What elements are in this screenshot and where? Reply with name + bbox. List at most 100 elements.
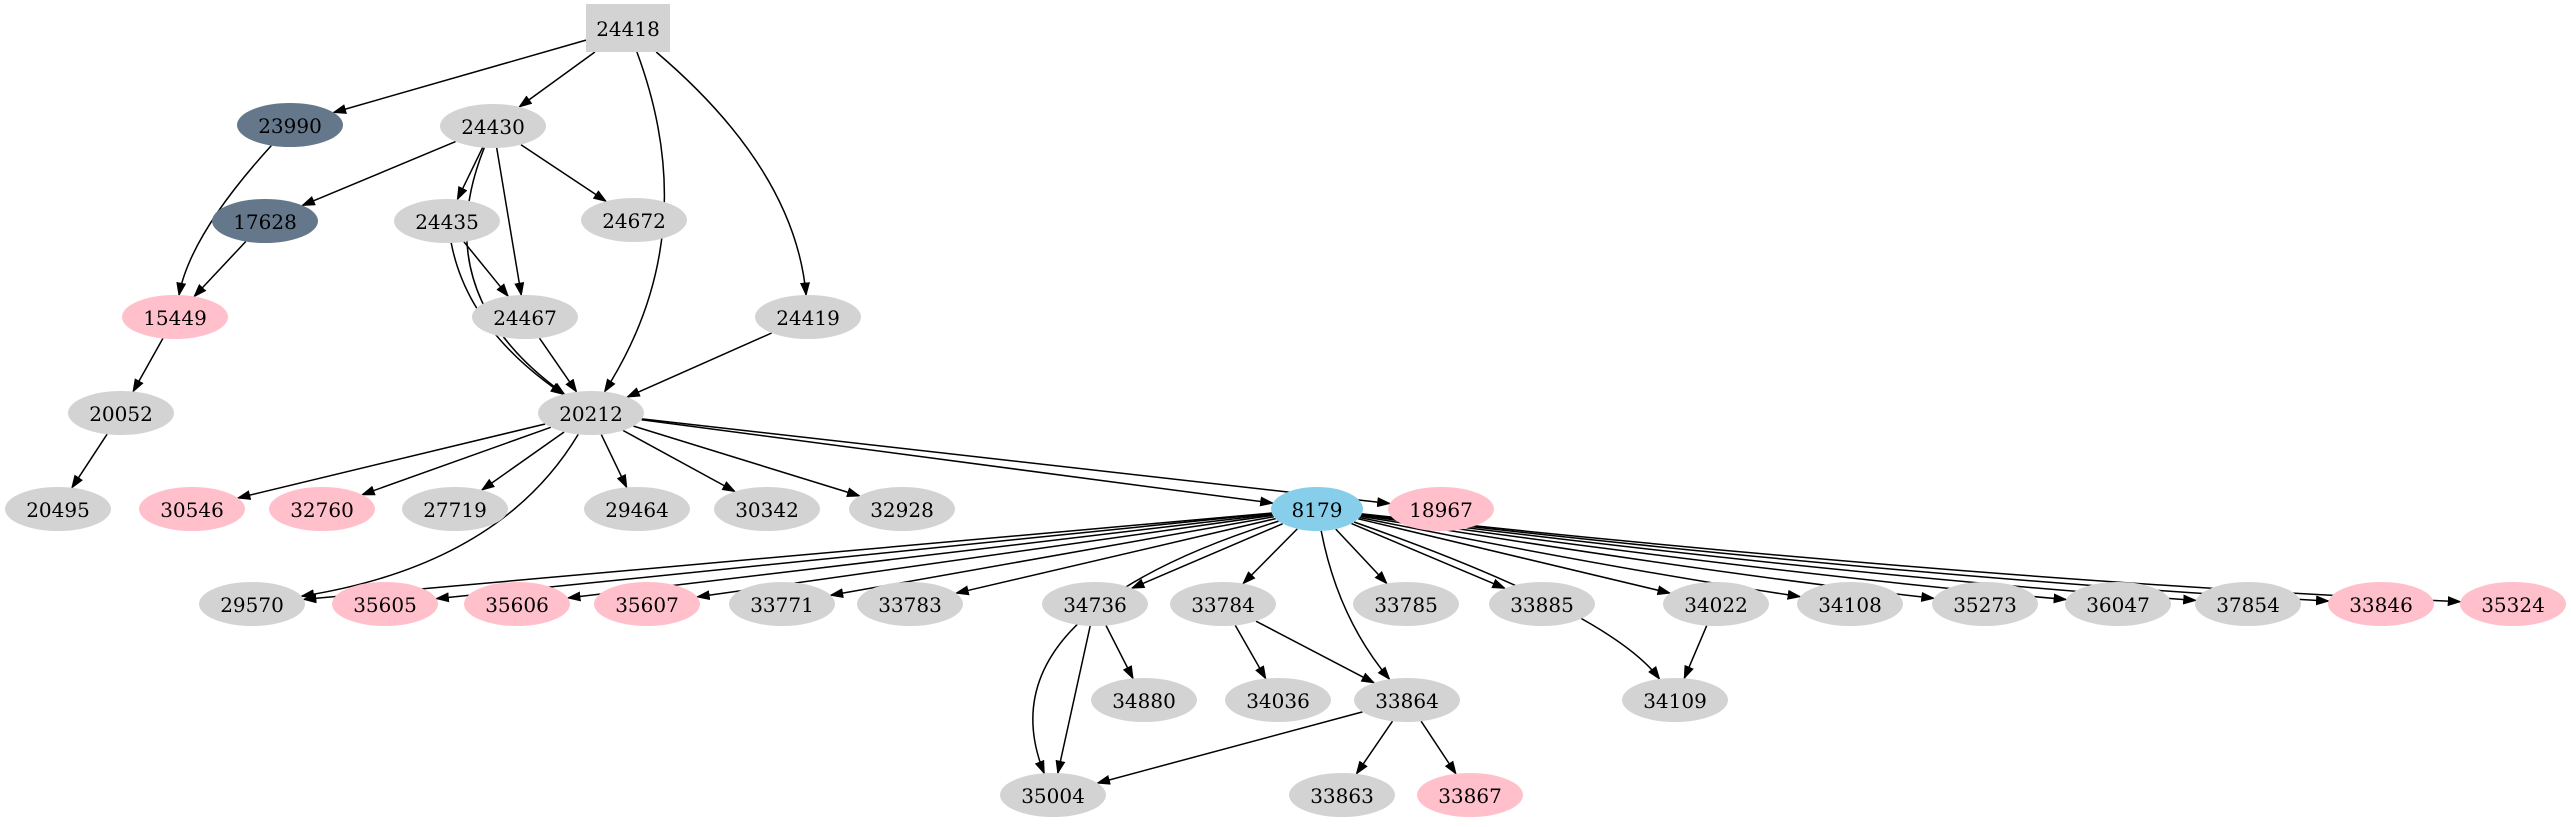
node-shape-ellipse-30342: [714, 487, 820, 531]
graph-node-36047: 36047: [2065, 582, 2171, 626]
graph-node-24419: 24419: [755, 295, 861, 339]
edge-20212-30342: [622, 429, 737, 493]
graph-node-33867: 33867: [1417, 773, 1523, 817]
graph-node-34022: 34022: [1663, 582, 1769, 626]
node-shape-ellipse-23990: [237, 103, 343, 147]
node-shape-ellipse-20495: [5, 487, 111, 531]
edge-33864-33863: [1355, 720, 1394, 776]
graph-node-32928: 32928: [849, 487, 955, 531]
node-shape-ellipse-34736: [1042, 582, 1148, 626]
graph-node-15449: 15449: [122, 295, 228, 339]
node-shape-ellipse-33867: [1417, 773, 1523, 817]
edge-24430-24435: [456, 147, 484, 201]
node-shape-ellipse-33783: [857, 582, 963, 626]
graph-node-35606: 35606: [464, 582, 570, 626]
node-shape-ellipse-34022: [1663, 582, 1769, 626]
edge-8179-33783: [954, 517, 1276, 596]
node-shape-ellipse-24430: [440, 104, 546, 148]
node-shape-ellipse-24435: [394, 199, 500, 243]
graph-node-30342: 30342: [714, 487, 820, 531]
node-shape-ellipse-35607: [594, 582, 700, 626]
graph-node-34880: 34880: [1091, 678, 1197, 722]
node-shape-ellipse-20052: [68, 391, 174, 435]
node-shape-ellipse-30546: [139, 487, 245, 531]
edge-23990-15449: [176, 145, 272, 297]
node-shape-ellipse-8179: [1271, 487, 1363, 531]
graph-node-33771: 33771: [729, 582, 835, 626]
node-shape-ellipse-20212: [538, 391, 644, 435]
edge-33864-35004: [1096, 711, 1363, 785]
edge-8179-33885: [1351, 522, 1507, 589]
edge-20212-8179: [641, 418, 1275, 507]
graph-node-35273: 35273: [1932, 582, 2038, 626]
edge-33784-33864: [1255, 620, 1376, 684]
graph-node-33864: 33864: [1354, 678, 1460, 722]
graph-node-24418: 24418: [586, 4, 670, 52]
edge-20212-30546: [236, 423, 546, 500]
node-shape-ellipse-35605: [332, 582, 438, 626]
node-shape-ellipse-33771: [729, 582, 835, 626]
node-shape-ellipse-35606: [464, 582, 570, 626]
graph-node-20212: 20212: [538, 391, 644, 435]
node-shape-ellipse-34108: [1797, 582, 1903, 626]
graph-node-35004: 35004: [1000, 773, 1106, 817]
edge-34736-35004: [1055, 625, 1091, 775]
graph-node-17628: 17628: [212, 199, 318, 243]
node-shape-ellipse-27719: [402, 487, 508, 531]
edge-24430-24672: [520, 144, 608, 203]
graph-node-24435: 24435: [394, 199, 500, 243]
graph-node-34108: 34108: [1797, 582, 1903, 626]
node-shape-ellipse-34109: [1622, 678, 1728, 722]
graph-node-24467: 24467: [472, 295, 578, 339]
node-shape-ellipse-29570: [199, 582, 305, 626]
node-shape-ellipse-36047: [2065, 582, 2171, 626]
edge-17628-15449: [193, 240, 247, 298]
nodes-layer: 24418 23990 24430 17628 24435 24672 15449 24467…: [5, 4, 2566, 817]
graph-node-33784: 33784: [1170, 582, 1276, 626]
node-shape-ellipse-24672: [581, 198, 687, 242]
graph-node-23990: 23990: [237, 103, 343, 147]
graph-node-33785: 33785: [1353, 582, 1459, 626]
edge-24430-24467: [495, 147, 525, 297]
graph-node-24672: 24672: [581, 198, 687, 242]
edge-8179-35004: [1032, 520, 1279, 775]
edge-20052-20495: [71, 433, 108, 490]
graph-node-24430: 24430: [440, 104, 546, 148]
edge-8179-34736: [1130, 523, 1283, 589]
node-shape-ellipse-18967: [1388, 487, 1494, 531]
edge-8179-33864: [1320, 530, 1391, 681]
node-shape-box-24418: [586, 4, 670, 52]
edge-24418-24430: [518, 51, 596, 108]
edge-8179-35605: [434, 512, 1272, 603]
edge-24418-24419: [655, 51, 810, 297]
graph-node-34036: 34036: [1225, 678, 1331, 722]
edge-24419-20212: [625, 332, 773, 398]
edge-15449-20052: [132, 338, 164, 393]
edge-8179-33784: [1242, 528, 1298, 585]
edge-24467-20212: [538, 337, 578, 394]
node-shape-ellipse-33885: [1489, 582, 1595, 626]
node-shape-ellipse-33846: [2328, 582, 2434, 626]
graph-node-20052: 20052: [68, 391, 174, 435]
edge-24435-24467: [463, 241, 510, 298]
graph-node-33885: 33885: [1489, 582, 1595, 626]
graph-node-35324: 35324: [2460, 582, 2566, 626]
node-shape-ellipse-34036: [1225, 678, 1331, 722]
edge-20212-32928: [633, 425, 861, 497]
edge-34736-34880: [1105, 625, 1134, 680]
edge-24430-17628: [301, 140, 456, 207]
node-shape-ellipse-32928: [849, 487, 955, 531]
graph-node-30546: 30546: [139, 487, 245, 531]
node-shape-ellipse-32760: [269, 487, 375, 531]
node-shape-ellipse-33864: [1354, 678, 1460, 722]
graph-node-8179: 8179: [1271, 487, 1363, 531]
edge-33784-34036: [1234, 625, 1267, 680]
node-shape-ellipse-24467: [472, 295, 578, 339]
graph-node-29570: 29570: [199, 582, 305, 626]
node-shape-ellipse-35273: [1932, 582, 2038, 626]
node-shape-ellipse-35004: [1000, 773, 1106, 817]
graph-node-34109: 34109: [1622, 678, 1728, 722]
edge-33864-33867: [1420, 720, 1457, 776]
graph-node-29464: 29464: [584, 487, 690, 531]
